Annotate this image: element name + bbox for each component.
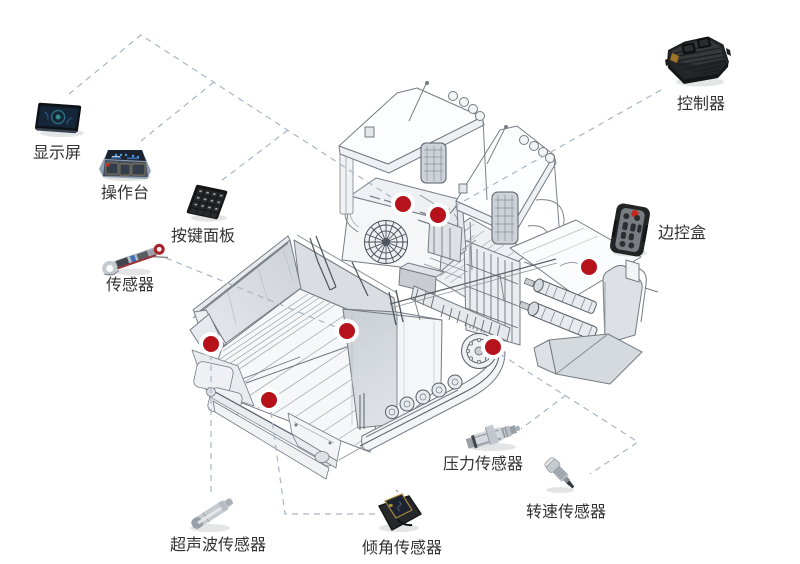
svg-text:压力传感器: 压力传感器 <box>443 455 523 473</box>
svg-text:显示屏: 显示屏 <box>33 145 81 162</box>
svg-text:超声波传感器: 超声波传感器 <box>170 536 266 554</box>
svg-text:传感器: 传感器 <box>106 276 154 294</box>
svg-text:转速传感器: 转速传感器 <box>526 503 606 521</box>
svg-text:控制器: 控制器 <box>677 95 725 113</box>
svg-text:倾角传感器: 倾角传感器 <box>362 539 442 557</box>
svg-text:操作台: 操作台 <box>101 184 149 202</box>
svg-text:边控盒: 边控盒 <box>658 224 706 242</box>
svg-text:按键面板: 按键面板 <box>171 227 235 245</box>
